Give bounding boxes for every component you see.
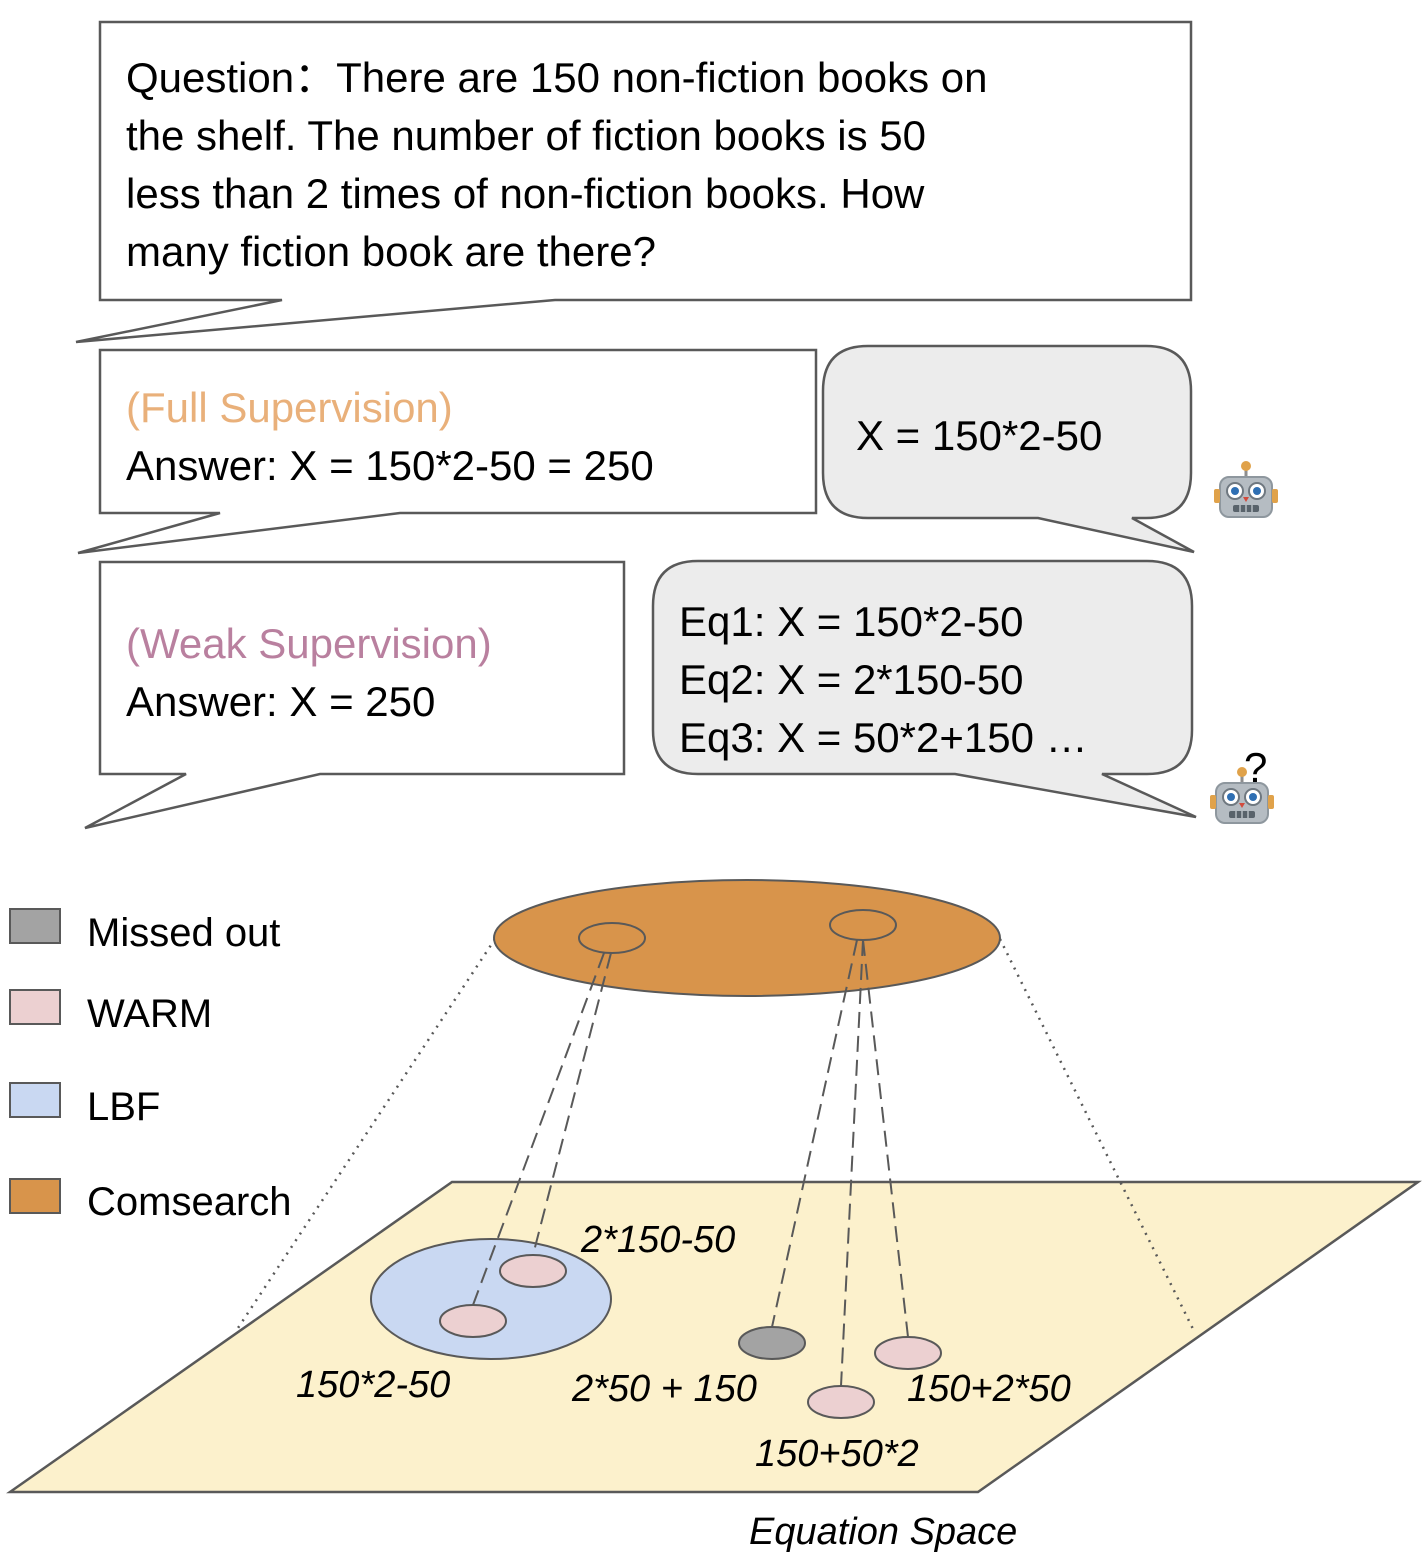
question-line-2: the shelf. The number of fiction books i…	[126, 112, 926, 159]
question-line-4: many fiction book are there?	[126, 228, 656, 275]
weak-supervision-tag: (Weak Supervision)	[126, 620, 492, 667]
legend: Missed out WARM LBF Comsearch	[9, 908, 292, 1224]
weak-model-output-1: Eq1: X = 150*2-50	[679, 598, 1023, 645]
mapping-line-5	[862, 939, 909, 1338]
mapping-line-4	[840, 939, 864, 1387]
question-line-1: Question：There are 150 non-fiction books…	[126, 54, 988, 101]
equation-space-label: Equation Space	[749, 1511, 1017, 1553]
equation-label-1: 2*150-50	[580, 1219, 735, 1261]
full-supervision-bubble	[77, 348, 818, 555]
mapping-line-3	[771, 939, 858, 1328]
legend-swatch-comsearch	[9, 1178, 61, 1214]
weak-model-output-2: Eq2: X = 2*150-50	[679, 656, 1023, 703]
warm-node-150x2-50	[439, 1304, 507, 1338]
missed-node-2x50-plus-150	[738, 1326, 806, 1360]
robot-icon	[1214, 461, 1278, 518]
equation-label-3: 2*50 + 150	[571, 1368, 757, 1410]
legend-swatch-warm	[9, 989, 61, 1025]
warm-node-150-plus-50x2	[807, 1385, 875, 1419]
equation-label-5: 150+50*2	[755, 1433, 919, 1475]
uncertainty-mark: ?	[1244, 744, 1267, 791]
weak-supervision-answer: Answer: X = 250	[126, 678, 435, 725]
equation-label-2: 150*2-50	[296, 1364, 450, 1406]
comsearch-cluster-right	[829, 909, 897, 941]
legend-label-missed-out: Missed out	[87, 911, 280, 955]
weak-model-output-3: Eq3: X = 50*2+150 …	[679, 714, 1088, 761]
equation-space-plane	[6, 1180, 1422, 1494]
legend-label-warm: WARM	[87, 992, 212, 1036]
legend-swatch-missed-out	[9, 908, 61, 944]
legend-label-comsearch: Comsearch	[87, 1180, 292, 1224]
robot-uncertain-icon	[1210, 767, 1274, 824]
comsearch-cluster-left	[578, 922, 646, 954]
full-model-output: X = 150*2-50	[856, 412, 1102, 459]
warm-node-2x150-50	[499, 1254, 567, 1288]
legend-label-lbf: LBF	[87, 1085, 160, 1129]
projection-line-right	[998, 938, 1196, 1332]
equation-label-4: 150+2*50	[907, 1368, 1071, 1410]
question-line-3: less than 2 times of non-fiction books. …	[126, 170, 925, 217]
mapping-line-2	[532, 952, 612, 1256]
mapping-line-1	[472, 952, 605, 1306]
full-supervision-tag: (Full Supervision)	[126, 384, 453, 431]
warm-node-150-plus-2x50	[874, 1336, 942, 1370]
full-supervision-answer: Answer: X = 150*2-50 = 250	[126, 442, 654, 489]
weak-model-output-bubble	[651, 559, 1197, 819]
comsearch-region	[493, 879, 1001, 997]
legend-swatch-lbf	[9, 1082, 61, 1118]
question-bubble	[75, 20, 1193, 344]
weak-supervision-bubble	[84, 560, 626, 830]
full-model-output-bubble	[821, 344, 1195, 554]
